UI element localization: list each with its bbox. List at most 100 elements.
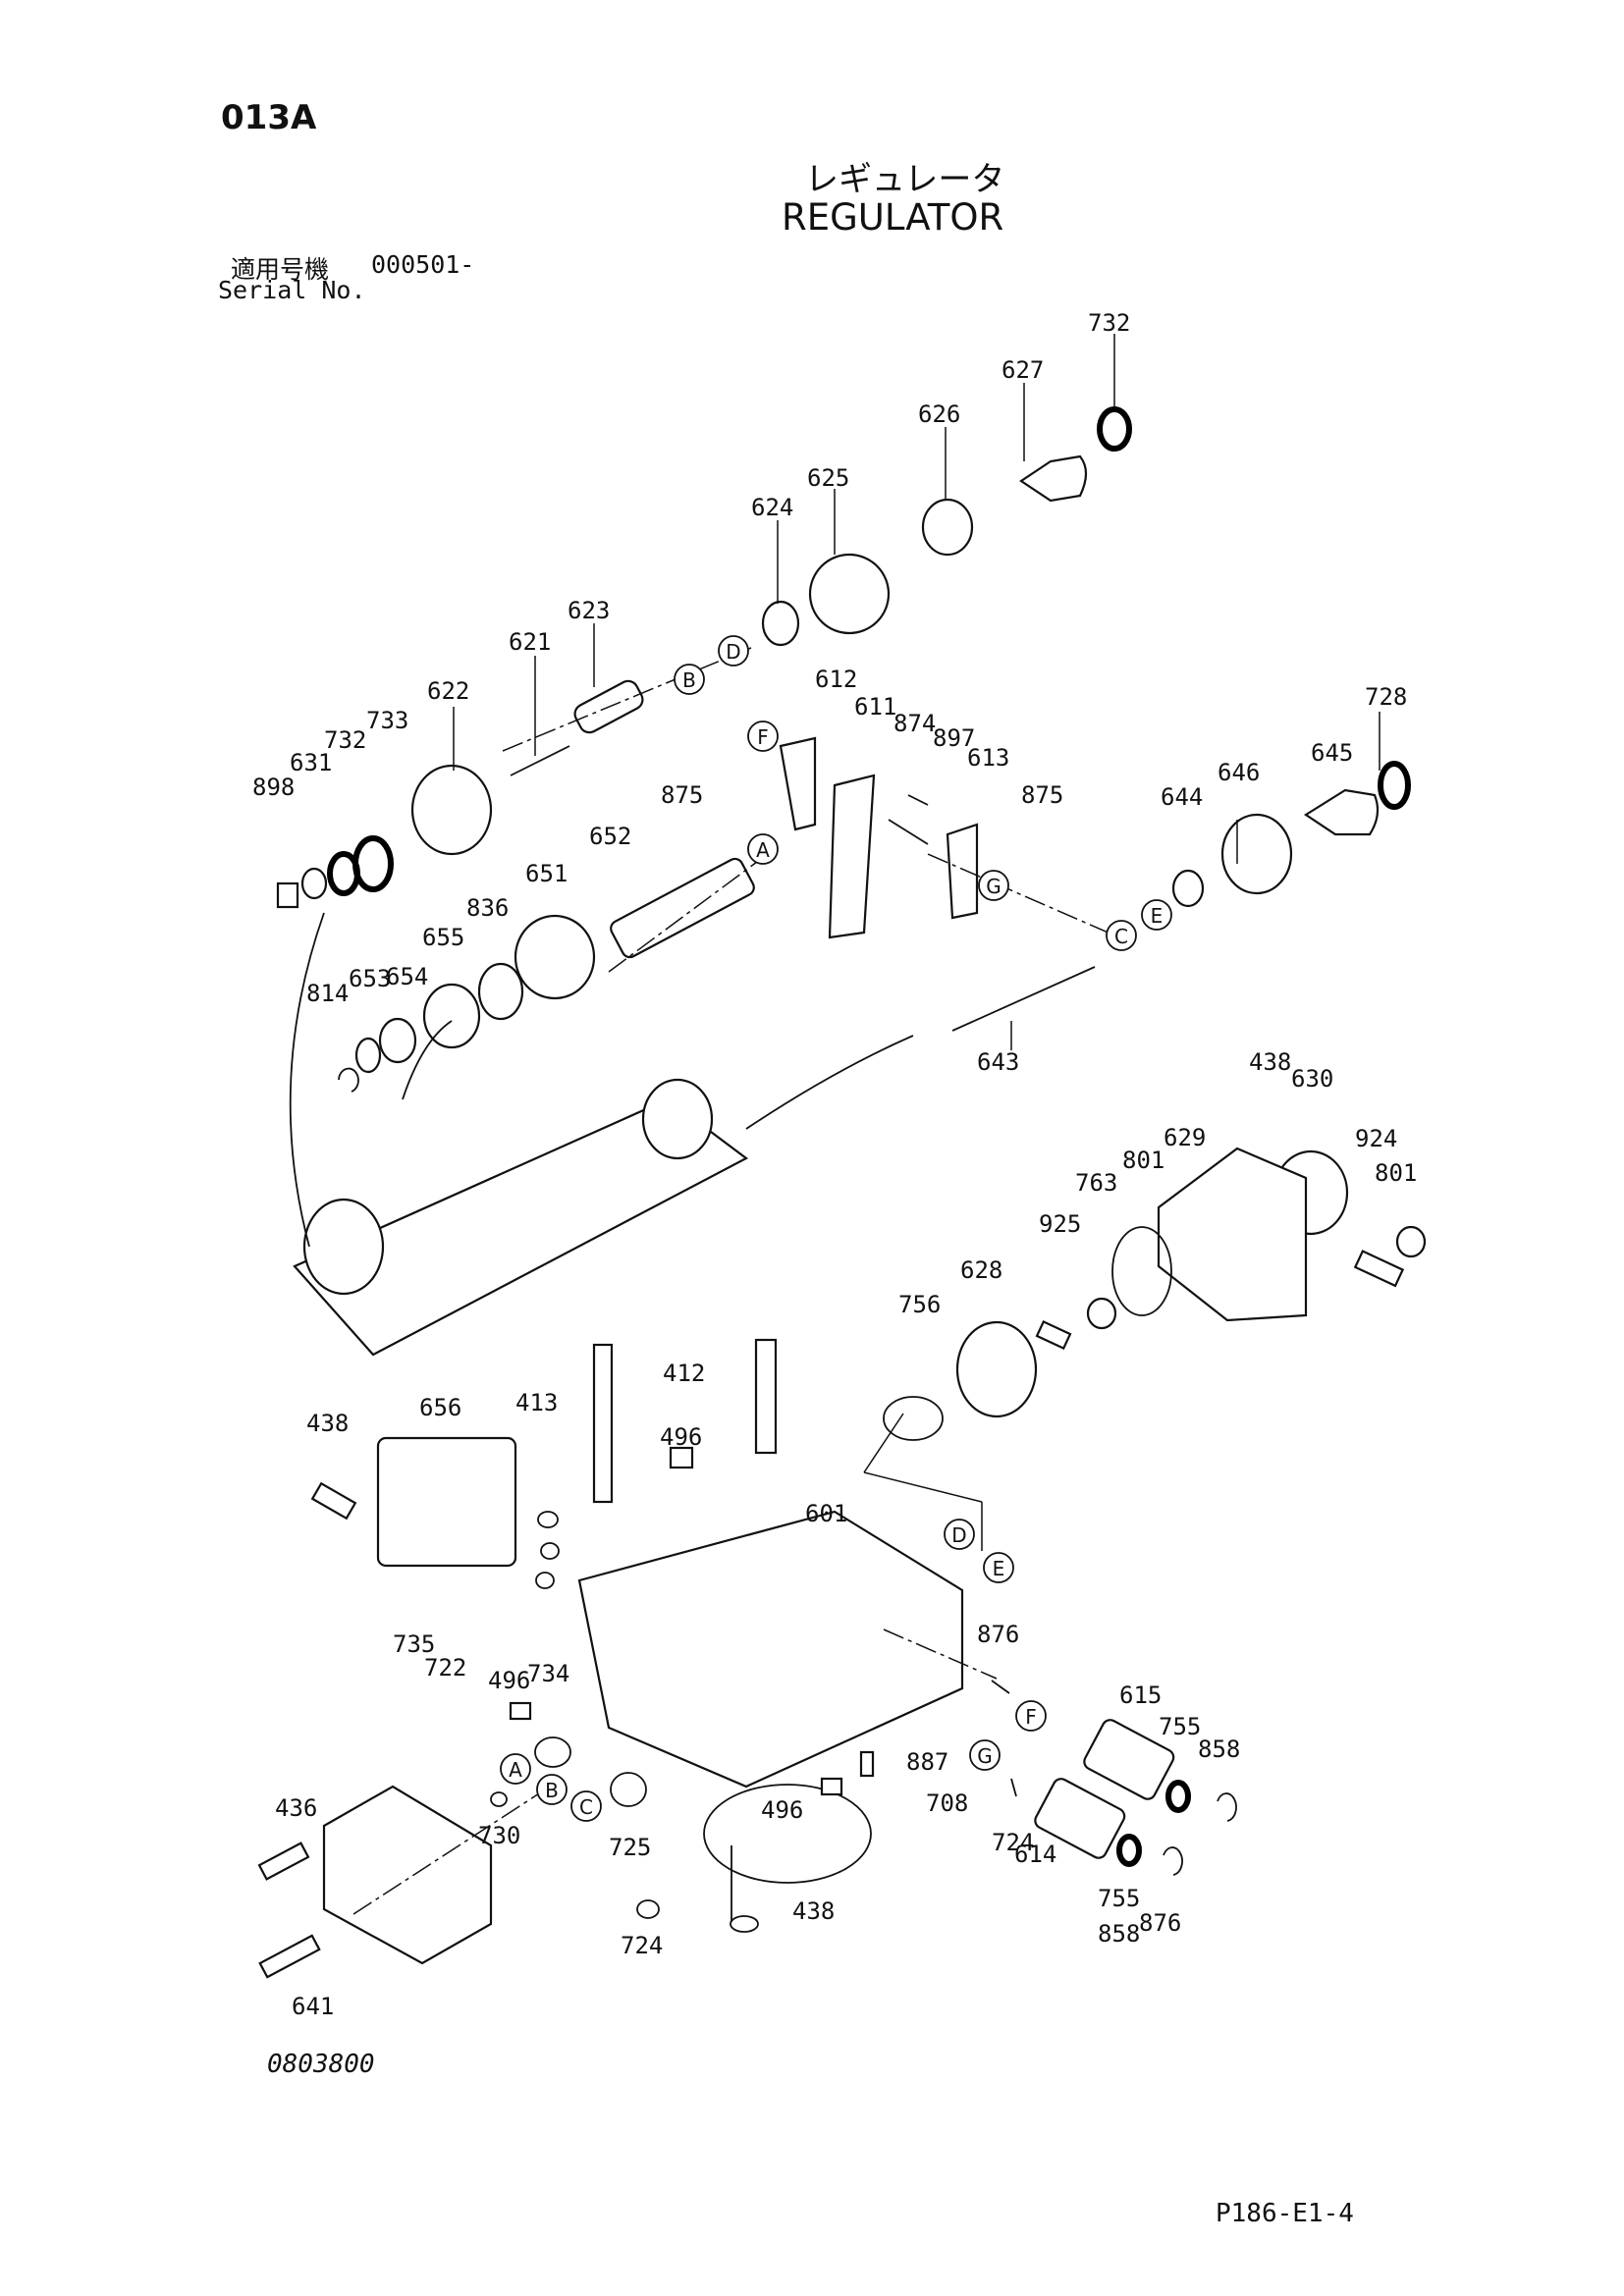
plug-614: [1034, 1778, 1126, 1859]
page-reference: P186-E1-4: [1216, 2199, 1354, 2228]
callout-644: 644: [1161, 783, 1203, 811]
pin-897: [888, 819, 929, 845]
o-ring-732: [327, 851, 360, 896]
plug-645: [1303, 788, 1380, 836]
callout-625: 625: [807, 464, 849, 492]
callout-897: 897: [933, 724, 975, 752]
callout-601: 601: [805, 1500, 847, 1527]
callout-801: 801: [1122, 1147, 1164, 1174]
rod-643: [951, 966, 1096, 1032]
callout-412: 412: [663, 1360, 705, 1387]
callout-496: 496: [660, 1423, 702, 1451]
screw-436: [258, 1934, 321, 1979]
o-ring-732-top: [1097, 406, 1132, 452]
connection-circle: [718, 635, 749, 667]
cover-629: [1157, 1147, 1308, 1322]
callout-755: 755: [1159, 1713, 1201, 1740]
callout-876: 876: [1139, 1909, 1181, 1937]
connection-circle: [944, 1519, 975, 1550]
connection-circle: [747, 721, 779, 752]
callout-621: 621: [509, 628, 551, 656]
detail-arc-mid: [402, 1020, 453, 1100]
callout-755: 755: [1098, 1885, 1140, 1912]
callout-654: 654: [386, 963, 428, 990]
assembled-regulator-view: [293, 1097, 749, 1357]
lever-611: [828, 774, 876, 939]
sleeve-651: [514, 914, 596, 1000]
o-ring-724-left: [490, 1791, 508, 1807]
callout-655: 655: [422, 924, 464, 951]
connection-circle: [983, 1552, 1014, 1583]
o-ring-728: [1378, 761, 1411, 810]
o-ring-756: [883, 1396, 944, 1441]
o-ring-725: [636, 1899, 660, 1919]
callout-627: 627: [1001, 356, 1044, 384]
callout-436: 436: [275, 1794, 317, 1822]
nut-801-left: [1086, 1297, 1117, 1330]
connection-marker-G: G: [978, 870, 1009, 901]
callout-874: 874: [893, 710, 936, 737]
connection-marker-C: C: [1106, 920, 1137, 951]
callout-629: 629: [1164, 1124, 1206, 1151]
connection-circle: [536, 1774, 568, 1805]
title-japanese: レギュレータ: [805, 160, 1005, 199]
callout-413: 413: [515, 1389, 558, 1416]
callout-858: 858: [1198, 1735, 1240, 1763]
callout-496: 496: [488, 1667, 530, 1694]
callout-875: 875: [1021, 781, 1063, 809]
connection-circle: [1141, 899, 1172, 931]
spool-652: [610, 857, 755, 959]
callout-631: 631: [290, 749, 332, 776]
callout-732: 732: [1088, 309, 1130, 337]
connection-letter: A: [756, 838, 770, 862]
callout-labels: 7326276266256246236216227337326318986126…: [252, 309, 1417, 2020]
assembled-sleeve-back: [641, 1078, 714, 1160]
o-ring-722-a: [540, 1542, 560, 1560]
connection-circle: [1015, 1700, 1047, 1732]
seat-644: [1171, 869, 1205, 908]
callout-887: 887: [906, 1748, 948, 1776]
o-ring-724-bottom: [730, 1915, 759, 1933]
callout-496: 496: [761, 1796, 803, 1824]
o-ring-755-top: [1165, 1780, 1191, 1813]
plug-627: [1019, 454, 1088, 503]
leader-lines: [352, 334, 1380, 1915]
bolt-412: [754, 1338, 778, 1455]
callout-814: 814: [306, 980, 349, 1007]
cover-641: [322, 1785, 493, 1965]
callout-876: 876: [977, 1621, 1019, 1648]
spring-654: [378, 1017, 417, 1064]
connection-letter: B: [545, 1779, 559, 1802]
connection-marker-B: B: [674, 664, 705, 695]
o-ring-755-bottom: [1116, 1834, 1142, 1867]
callout-735: 735: [393, 1630, 435, 1658]
snap-ring-814: [338, 1067, 359, 1093]
callout-725: 725: [609, 1834, 651, 1861]
pin-621: [510, 745, 570, 776]
lever-613: [946, 823, 979, 920]
callout-858: 858: [1098, 1920, 1140, 1948]
part-drawings: [257, 406, 1427, 1979]
callout-438: 438: [792, 1897, 835, 1925]
callout-438: 438: [306, 1410, 349, 1437]
connection-letter: C: [1114, 925, 1128, 948]
page-code: 013A: [221, 98, 317, 137]
spring-625: [808, 553, 891, 635]
detail-arc-right: [745, 1035, 914, 1130]
callout-653: 653: [349, 965, 391, 992]
screw-438-bottom: [257, 1842, 310, 1881]
spring-646: [1220, 813, 1293, 895]
callout-646: 646: [1218, 759, 1260, 786]
connection-marker-F: F: [1015, 1700, 1047, 1732]
connection-letter: F: [1025, 1705, 1037, 1729]
callout-728: 728: [1365, 683, 1407, 711]
plug-496-bottom: [820, 1777, 843, 1796]
snap-ring-858-top: [1217, 1792, 1237, 1822]
serial-value: 000501-: [371, 250, 475, 279]
callout-438: 438: [1249, 1048, 1291, 1076]
callout-622: 622: [427, 677, 469, 705]
center-line-lower-left: [352, 1786, 551, 1915]
callout-734: 734: [527, 1660, 569, 1687]
callout-611: 611: [854, 693, 896, 721]
